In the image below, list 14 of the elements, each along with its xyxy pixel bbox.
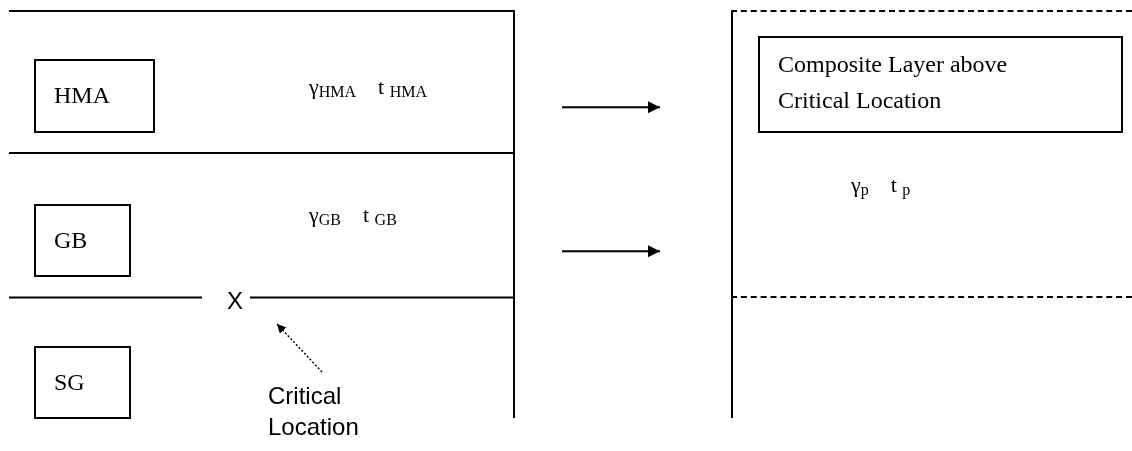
layer-label-box: GB: [34, 204, 131, 277]
leader-line: [276, 323, 323, 373]
layer-label-box: SG: [34, 346, 131, 419]
arrow: [561, 245, 661, 258]
pavement-layer-band: [731, 10, 1132, 298]
layer-parameters: γ$_{GB}$ t $_{GB}$: [309, 202, 397, 228]
layer-label-box: HMA: [34, 59, 155, 133]
layer-parameters: γ$_{p}$ t $_{p}$: [851, 172, 911, 198]
layer-label-box: Composite Layer above Critical Location: [758, 36, 1123, 133]
callout-text: Critical Location: [268, 380, 398, 446]
pavement-layer-band: [9, 10, 515, 153]
arrow: [561, 101, 661, 114]
layer-parameters: γ$_{HMA}$ t $_{HMA}$: [309, 74, 428, 100]
critical-point-mark: X: [221, 286, 249, 316]
